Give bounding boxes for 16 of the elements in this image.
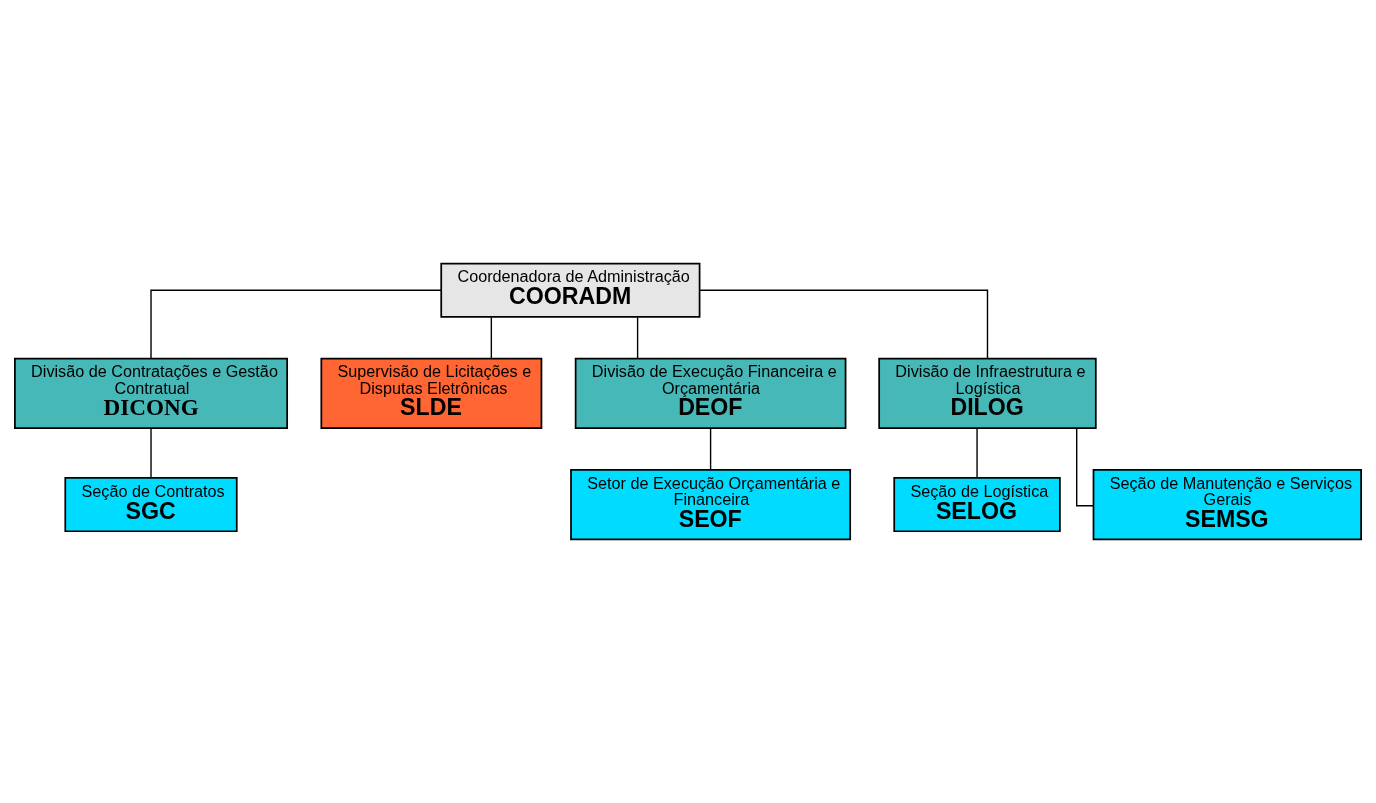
connector: [636, 316, 639, 359]
node-box: Divisão de Execução Financeira e Orçamentária DEOF: [574, 357, 847, 429]
node-box: Seção de Contratos SGC: [64, 477, 238, 533]
node-box: Divisão de Infraestrutura e Logística DILOG: [878, 357, 1097, 429]
node-box: Seção de Manutenção e Serviços Gerais SEMSG: [1092, 469, 1362, 541]
connector: [150, 289, 442, 360]
connector: [490, 316, 493, 359]
node-box: Setor de Execução Orçamentária e Financeira SEOF: [570, 469, 852, 541]
node-box: Coordenadora de Administração COORADM: [440, 262, 701, 318]
connector: [699, 289, 989, 360]
connector: [976, 427, 978, 479]
connector: [150, 427, 152, 479]
node-box: Supervisão de Licitações e Disputas Eletrônicas SLDE: [320, 357, 543, 429]
connector: [709, 427, 712, 471]
node-box: Divisão de Contratações e Gestão Contratual DICONG: [14, 357, 288, 429]
node-box: Seção de Logística SELOG: [893, 477, 1061, 533]
